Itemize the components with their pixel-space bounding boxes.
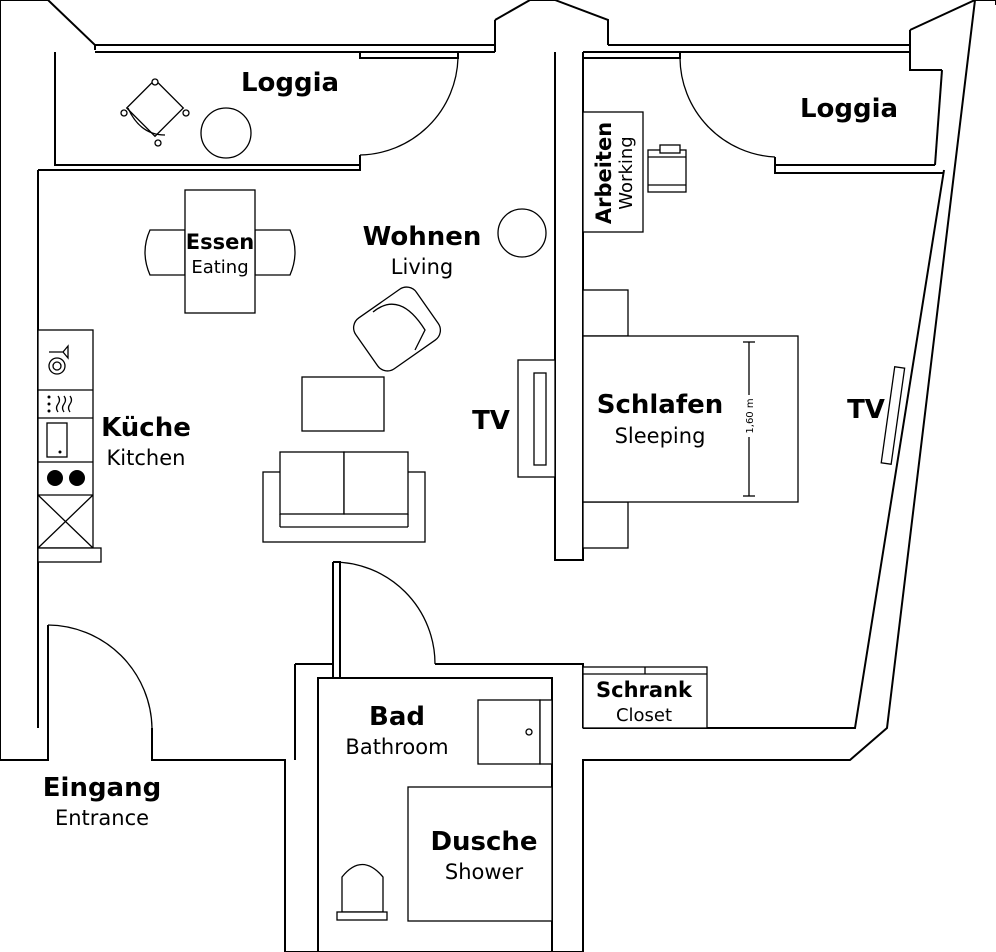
side-table-icon <box>497 208 547 258</box>
loggia-left-label: Loggia <box>241 68 339 98</box>
wohnen-label: Wohnen <box>363 222 482 252</box>
schrank-label: Schrank <box>596 678 693 702</box>
eingang-label: Eingang <box>43 773 161 803</box>
bed-icon <box>582 335 799 503</box>
tv-cabinet-left-icon <box>517 359 556 478</box>
schlafen-sublabel: Sleeping <box>615 424 706 448</box>
loggia-left <box>38 51 459 171</box>
arbeiten-sublabel: Working <box>616 136 637 209</box>
bedroom <box>582 111 906 729</box>
armchair-icon <box>352 286 442 372</box>
schlafen-label: Schlafen <box>597 390 724 420</box>
coffee-table-icon <box>301 376 385 432</box>
loggia-chair-icon <box>120 78 190 147</box>
loggia-table-icon <box>200 107 252 159</box>
fridge-icon <box>46 422 68 458</box>
middle-wall <box>554 52 584 561</box>
sofa-icon <box>262 451 426 543</box>
dusche-label: Dusche <box>430 827 537 857</box>
bad-label: Bad <box>369 702 425 732</box>
kueche-label: Küche <box>101 413 191 443</box>
tv-bedroom-label: TV <box>847 395 885 425</box>
toilet-icon <box>336 863 388 921</box>
shower-tray-icon <box>407 786 553 922</box>
bad-sublabel: Bathroom <box>345 735 448 759</box>
stove-icon <box>47 470 85 486</box>
nightstand-top-icon <box>582 289 629 337</box>
desk-icon <box>582 111 644 233</box>
labels: Loggia Loggia Essen Eating Wohnen Living… <box>43 68 898 884</box>
arbeiten-label: Arbeiten <box>592 122 616 224</box>
bed-dimension-line <box>742 341 756 497</box>
schrank-sublabel: Closet <box>616 705 672 726</box>
bed-width-label: 1,60 m <box>745 398 756 433</box>
dishwasher-icon <box>37 494 94 549</box>
kueche-sublabel: Kitchen <box>107 446 186 470</box>
microwave-icon <box>47 395 73 413</box>
sink-icon <box>48 344 69 375</box>
bathroom <box>294 561 584 952</box>
eingang-sublabel: Entrance <box>55 806 149 830</box>
essen-sublabel: Eating <box>191 257 248 278</box>
essen-label: Essen <box>186 230 255 254</box>
dusche-sublabel: Shower <box>445 860 524 884</box>
kitchen-counter <box>37 329 102 563</box>
living-furniture <box>262 208 556 543</box>
wohnen-sublabel: Living <box>391 255 453 279</box>
loggia-right-label: Loggia <box>800 94 898 124</box>
closet-icon <box>582 666 708 729</box>
nightstand-bottom-icon <box>582 501 629 549</box>
tv-right-icon <box>880 366 906 465</box>
loggia-right <box>583 51 944 174</box>
dining-table <box>144 189 296 314</box>
entrance-door <box>47 624 153 760</box>
desk-chair-icon <box>647 144 687 193</box>
tv-living-label: TV <box>472 406 510 436</box>
bathroom-cabinet-icon <box>477 699 553 765</box>
